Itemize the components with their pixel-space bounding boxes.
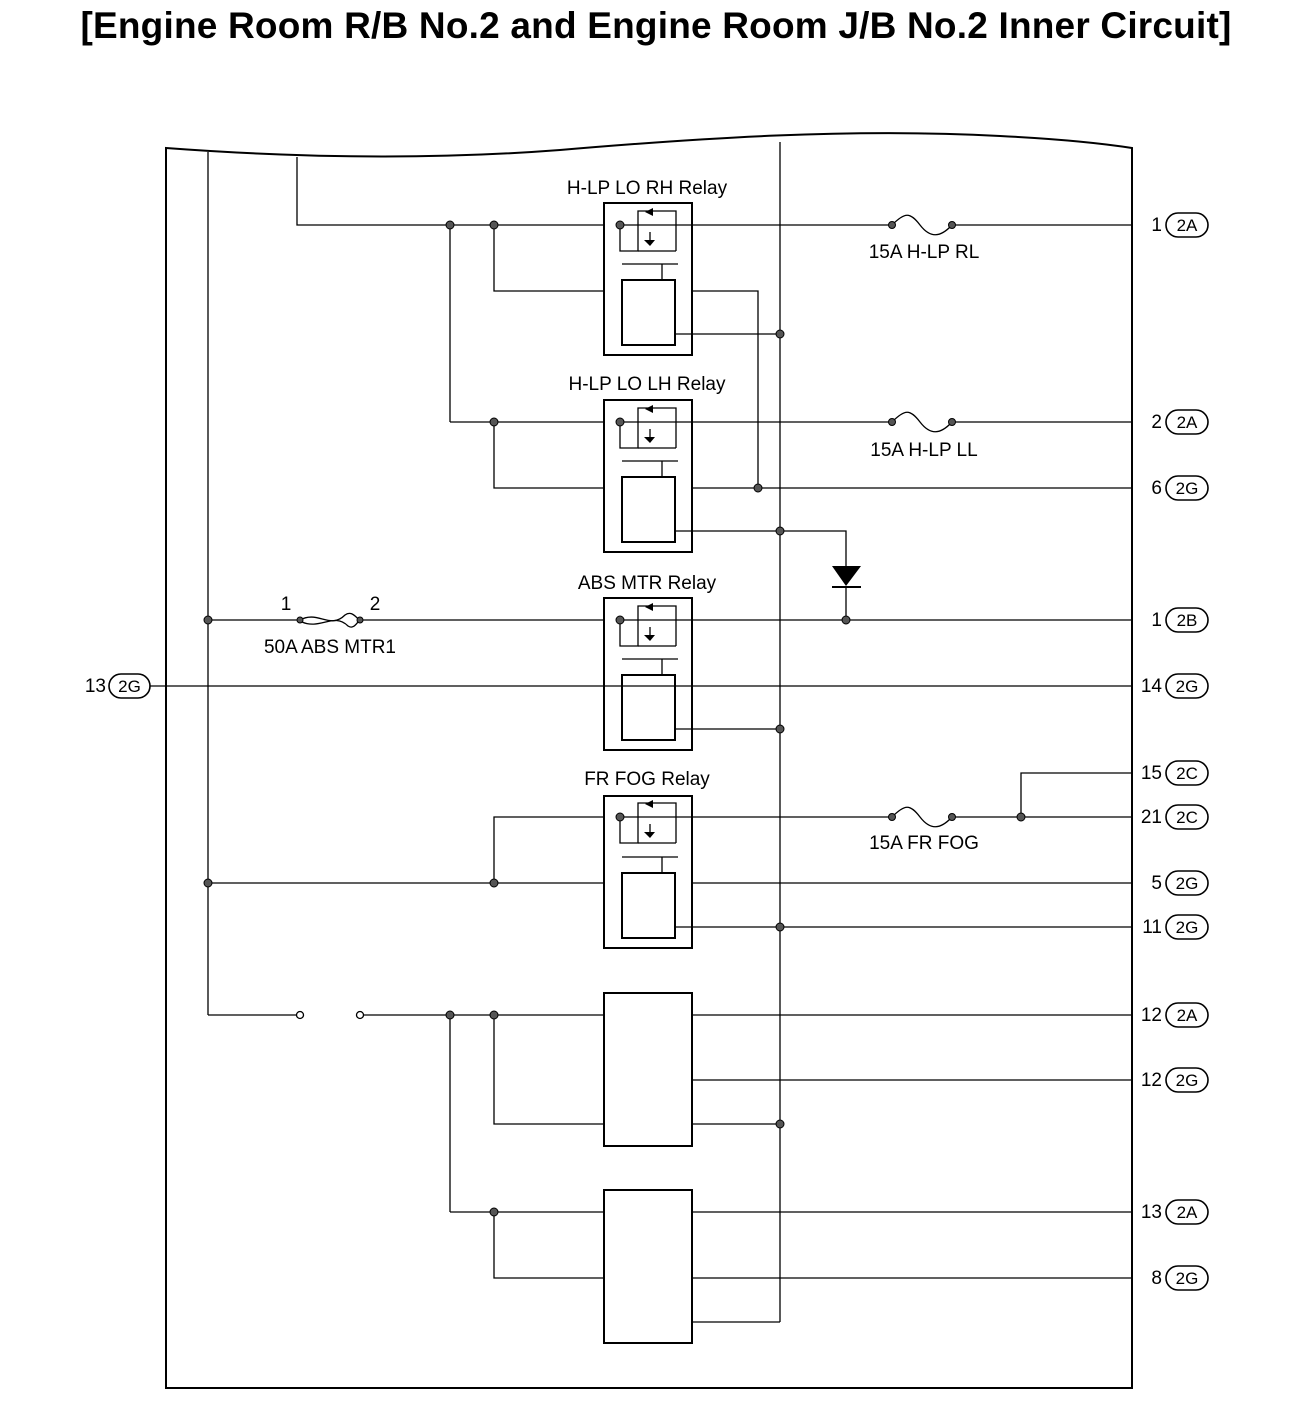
terminal-connector: 2A	[1177, 1203, 1198, 1222]
relay-fr-fog: FR FOG Relay 15A FR FOG	[208, 769, 1132, 949]
fuse-label: 15A H-LP RL	[869, 242, 980, 263]
terminal-pin: 8	[1151, 1268, 1162, 1289]
fuse-label: 15A H-LP LL	[870, 440, 977, 461]
relay-label: H-LP LO RH Relay	[567, 178, 728, 199]
diode	[832, 566, 861, 620]
terminal-connector: 2A	[1177, 1006, 1198, 1025]
terminal: 1 2B	[1151, 607, 1209, 633]
terminal-connector: 2A	[1177, 216, 1198, 235]
terminal: 21 2C	[1141, 804, 1209, 830]
fuse-label: 15A FR FOG	[869, 833, 979, 854]
terminal-connector: 2C	[1176, 808, 1198, 827]
lower-blocks	[208, 992, 1132, 1344]
relay-label: ABS MTR Relay	[578, 573, 717, 594]
terminal: 15 2C	[1141, 760, 1209, 786]
terminal-connector: 2G	[1176, 918, 1199, 937]
terminal-left: 13 2G	[85, 673, 151, 699]
terminal: 12 2A	[1141, 1002, 1209, 1028]
terminal-pin: 15	[1141, 763, 1162, 784]
relay-hlp-lo-rh: H-LP LO RH Relay 15A H-LP RL	[296, 157, 1132, 488]
terminal-pin: 13	[85, 676, 106, 697]
fuse-pin-right: 2	[370, 594, 381, 615]
relay-abs-mtr: ABS MTR Relay 50A ABS MTR1 1 2	[150, 573, 1132, 751]
terminal-connector: 2G	[1176, 1071, 1199, 1090]
terminal-pin: 14	[1141, 676, 1163, 697]
terminal-connector: 2C	[1176, 764, 1198, 783]
relay-label: H-LP LO LH Relay	[569, 374, 726, 395]
terminal-pin: 6	[1151, 478, 1162, 499]
terminal: 12 2G	[1141, 1067, 1209, 1093]
terminal: 14 2G	[1141, 673, 1209, 699]
terminal: 13 2A	[1141, 1199, 1209, 1225]
terminal: 8 2G	[1151, 1265, 1209, 1291]
terminal-pin: 12	[1141, 1005, 1162, 1026]
terminal: 5 2G	[1151, 870, 1209, 896]
terminal-pin: 13	[1141, 1202, 1162, 1223]
relay-label: FR FOG Relay	[584, 769, 710, 790]
terminal-pin: 21	[1141, 807, 1162, 828]
page-title: [Engine Room R/B No.2 and Engine Room J/…	[80, 5, 1232, 46]
terminal-pin: 1	[1151, 215, 1162, 236]
terminal-pin: 5	[1151, 873, 1162, 894]
terminal-pin: 11	[1142, 917, 1162, 938]
enclosure-outline	[165, 132, 1133, 1389]
terminal-pin: 1	[1151, 610, 1162, 631]
relay-hlp-lo-lh: H-LP LO LH Relay 15A H-LP LL	[450, 374, 1132, 566]
terminal-connector: 2B	[1177, 611, 1198, 630]
junction-dots	[203, 220, 1026, 1217]
fuse-pin-left: 1	[281, 594, 292, 615]
terminal: 11 2G	[1142, 914, 1209, 940]
terminal-connector: 2G	[118, 677, 141, 696]
terminal-connector: 2G	[1176, 479, 1199, 498]
terminal-connector: 2G	[1176, 874, 1199, 893]
fuse-label: 50A ABS MTR1	[264, 637, 396, 658]
terminal-connector: 2G	[1176, 677, 1199, 696]
terminal-pin: 12	[1141, 1070, 1162, 1091]
terminal-connector: 2G	[1176, 1269, 1199, 1288]
terminal-pin: 2	[1151, 412, 1162, 433]
terminal-connector: 2A	[1177, 413, 1198, 432]
terminal: 6 2G	[1151, 475, 1209, 501]
terminal: 1 2A	[1151, 212, 1209, 238]
terminal: 2 2A	[1151, 409, 1209, 435]
